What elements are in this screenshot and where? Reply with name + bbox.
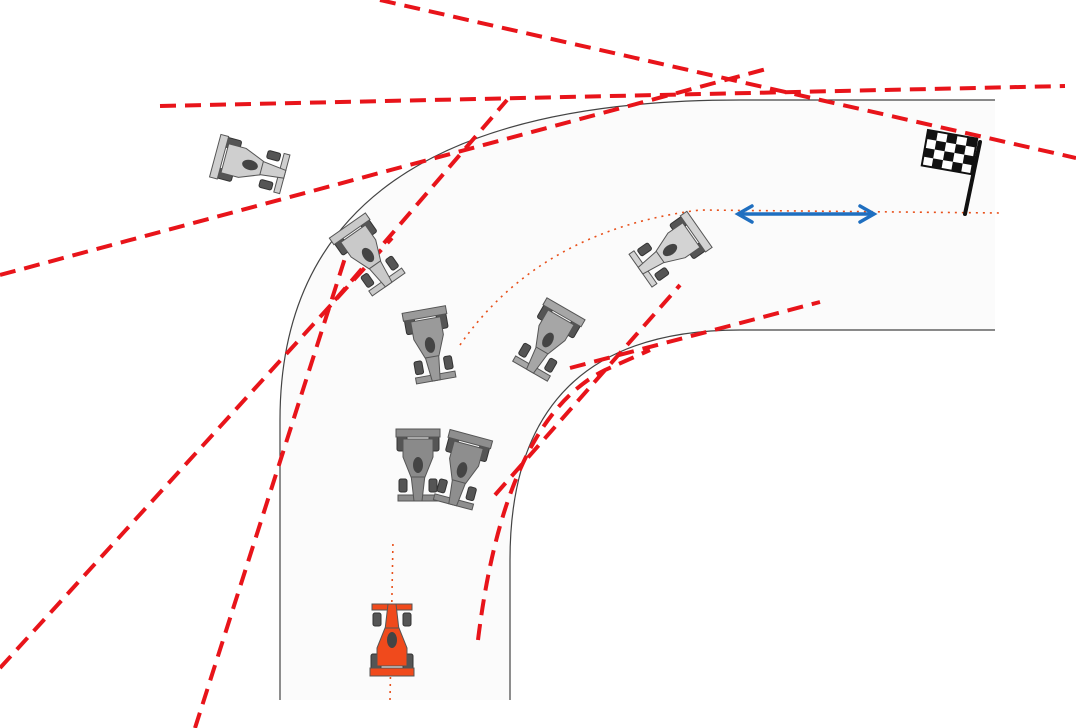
trajectory-path	[389, 209, 1001, 701]
ghost-car-6	[209, 133, 291, 197]
double-arrow-icon	[734, 204, 878, 224]
inner-road-edge	[509, 329, 995, 700]
checkered-flag-icon	[920, 128, 982, 216]
road-surface	[280, 100, 995, 700]
